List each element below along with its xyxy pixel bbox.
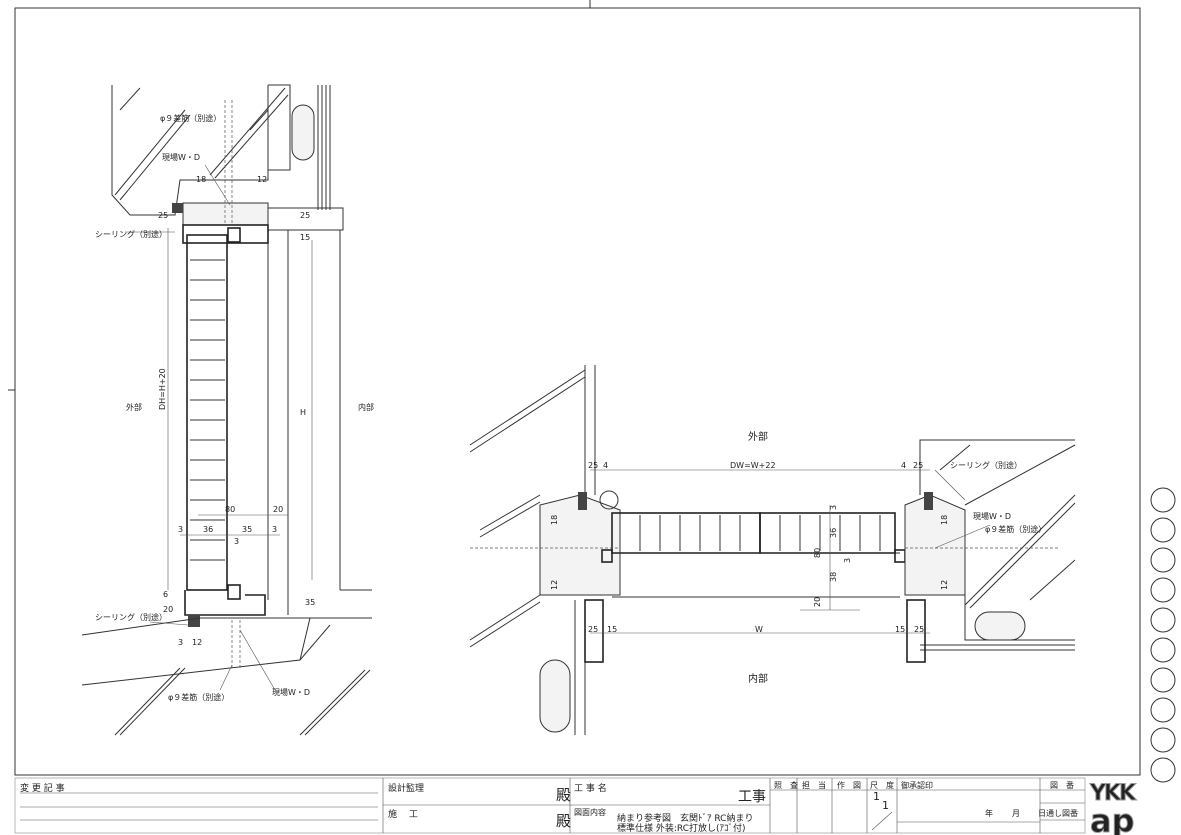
svg-text:18: 18 (940, 515, 949, 525)
plan-section (469, 365, 1076, 735)
svg-text:内部: 内部 (358, 402, 374, 412)
svg-text:12: 12 (257, 175, 267, 184)
project-suffix: 工事 (738, 789, 766, 805)
honorific-2: 殿 (556, 812, 572, 830)
svg-text:4: 4 (603, 461, 608, 470)
vertical-section (81, 84, 372, 736)
svg-text:25: 25 (300, 211, 310, 220)
svg-text:内部: 内部 (748, 672, 768, 685)
svg-text:80: 80 (813, 548, 822, 558)
svg-text:3: 3 (272, 525, 277, 534)
svg-text:36: 36 (203, 525, 213, 534)
svg-text:38: 38 (829, 572, 838, 582)
svg-text:現場W・D: 現場W・D (272, 687, 310, 697)
svg-text:12: 12 (550, 580, 559, 590)
svg-text:25: 25 (913, 461, 923, 470)
svg-text:20: 20 (273, 505, 283, 514)
svg-text:18: 18 (196, 175, 206, 184)
title-block-grid (14, 777, 1086, 834)
svg-text:20: 20 (813, 597, 822, 607)
svg-text:φ９差筋（別途）: φ９差筋（別途） (168, 692, 229, 702)
day-label: 日 (1038, 809, 1046, 818)
scale-denominator: 1 (882, 799, 889, 812)
svg-text:3: 3 (234, 537, 239, 546)
svg-text:12: 12 (940, 580, 949, 590)
project-name-label: 工 事 名 (574, 784, 607, 794)
svg-text:外部: 外部 (126, 402, 142, 412)
vertical-section-labels: φ９差筋（別途） 現場W・D 18 12 25 25 15 シーリング（別途） … (95, 113, 374, 702)
svg-text:35: 35 (305, 598, 315, 607)
svg-text:80: 80 (225, 505, 235, 514)
svg-text:18: 18 (550, 515, 559, 525)
year-label: 年 (985, 809, 993, 818)
svg-text:3: 3 (178, 525, 183, 534)
svg-text:現場W・D: 現場W・D (973, 511, 1011, 521)
svg-text:3: 3 (843, 558, 852, 563)
change-record-label: 変 更 記 事 (20, 784, 65, 794)
drawing-content-label: 図面内容 (574, 808, 606, 817)
svg-text:15: 15 (607, 625, 617, 634)
svg-text:DW=W+22: DW=W+22 (730, 461, 776, 470)
approval-seal-label: 御承認印 (901, 781, 933, 790)
svg-text:現場W・D: 現場W・D (162, 152, 200, 162)
design-supervision-label: 設計監理 (388, 784, 425, 794)
construction-label: 施 工 (388, 810, 418, 820)
ykk-ap-logo: YKK ap (1089, 781, 1140, 835)
svg-text:15: 15 (895, 625, 905, 634)
scale-label: 尺 度 (870, 781, 894, 790)
revision-circles (1150, 487, 1176, 783)
svg-text:ap: ap (1090, 802, 1135, 835)
svg-text:25: 25 (914, 625, 924, 634)
svg-text:4: 4 (901, 461, 906, 470)
svg-text:シーリング（別途）: シーリング（別途） (95, 612, 167, 622)
svg-text:15: 15 (300, 233, 310, 242)
svg-text:φ９差筋（別途）: φ９差筋（別途） (985, 524, 1046, 534)
honorific-1: 殿 (556, 786, 572, 804)
svg-text:3: 3 (178, 638, 183, 647)
charge-label: 担 当 (802, 781, 826, 790)
drawing-number-label: 図 番 (1050, 781, 1074, 790)
plan-section-labels: 外部 内部 25 4 DW=W+22 4 25 シーリング（別途） 現場W・D … (550, 430, 1046, 685)
drawing-frame (14, 7, 1141, 776)
svg-text:12: 12 (192, 638, 202, 647)
scale-numerator: 1 (873, 790, 880, 803)
svg-text:YKK: YKK (1089, 781, 1137, 806)
svg-text:W: W (755, 625, 763, 634)
svg-text:外部: 外部 (748, 430, 768, 443)
svg-text:3: 3 (829, 505, 838, 510)
svg-text:シーリング（別途）: シーリング（別途） (950, 460, 1022, 470)
svg-text:25: 25 (588, 461, 598, 470)
svg-text:DH=H+20: DH=H+20 (158, 368, 167, 410)
content-line-1: 納まり参考図 玄関ﾄﾞｱ RC納まり (617, 814, 754, 824)
check-label: 照 査 (774, 781, 798, 790)
svg-text:H: H (300, 408, 306, 417)
content-line-2: 標準仕様 外装:RC打放し(ｱｺﾞ付) (617, 824, 746, 834)
svg-text:φ９差筋（別途）: φ９差筋（別途） (160, 113, 221, 123)
svg-text:35: 35 (242, 525, 252, 534)
month-label: 月 (1012, 809, 1020, 818)
drafting-label: 作 図 (837, 781, 861, 790)
svg-text:6: 6 (163, 590, 168, 599)
svg-text:36: 36 (829, 528, 838, 538)
svg-text:25: 25 (158, 211, 168, 220)
svg-text:20: 20 (163, 605, 173, 614)
svg-text:25: 25 (588, 625, 598, 634)
serial-number-label: 通し図番 (1046, 809, 1078, 818)
svg-text:シーリング（別途）: シーリング（別途） (95, 229, 167, 239)
